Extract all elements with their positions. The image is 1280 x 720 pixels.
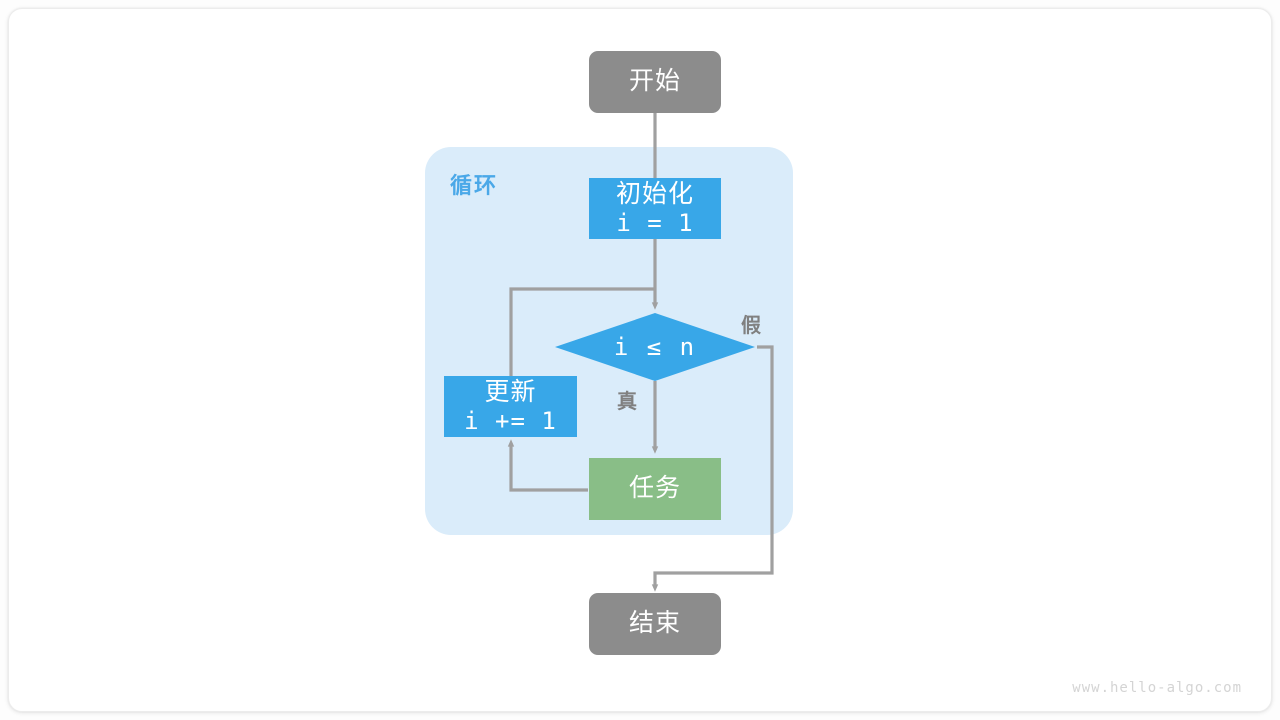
node-decision-expression: i ≤ n <box>613 333 697 361</box>
node-start-label: 开始 <box>628 67 681 96</box>
node-end[interactable]: 结束 <box>589 593 721 655</box>
edge-decision-false-to-end <box>651 345 774 592</box>
node-start[interactable]: 开始 <box>589 51 721 113</box>
node-decision[interactable]: i ≤ n <box>555 313 755 381</box>
node-task[interactable]: 任务 <box>589 458 721 520</box>
node-init-expression: i = 1 <box>616 209 694 238</box>
edge-label-false: 假 <box>741 315 762 337</box>
node-task-label: 任务 <box>628 474 681 503</box>
edge-task-to-update <box>507 439 588 492</box>
node-update[interactable]: 更新 i += 1 <box>444 376 577 437</box>
loop-label: 循环 <box>450 173 499 198</box>
node-init-label: 初始化 <box>615 179 694 208</box>
node-update-label: 更新 <box>484 377 537 406</box>
node-update-expression: i += 1 <box>464 407 557 436</box>
edge-update-to-decision <box>509 287 654 376</box>
edge-label-true: 真 <box>617 391 638 413</box>
node-end-label: 结束 <box>628 609 681 638</box>
decision-diamond-shape <box>555 313 755 381</box>
node-init[interactable]: 初始化 i = 1 <box>589 178 721 239</box>
watermark: www.hello-algo.com <box>1072 680 1242 696</box>
